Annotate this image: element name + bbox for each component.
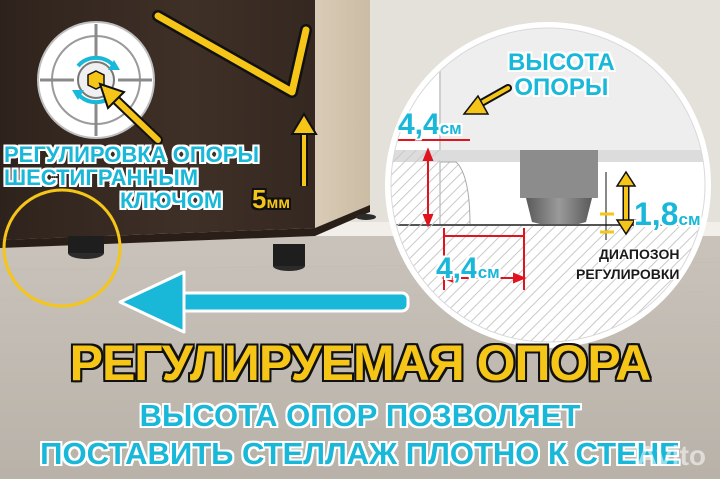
adjustment-caption: РЕГУЛИРОВКА ОПОРЫ ШЕСТИГРАННЫМ КЛЮЧОМ (4, 143, 259, 212)
left-arrow-icon (118, 270, 410, 334)
up-arrow-icon (290, 112, 318, 186)
key-size-label: 5мм (252, 186, 290, 212)
adjust-line-1: РЕГУЛИРОВКА ОПОРЫ (4, 142, 259, 167)
adjust-line-2: ШЕСТИГРАННЫМ (4, 165, 199, 190)
detail-zoom (385, 22, 711, 348)
hex-key-icon (152, 10, 312, 98)
banner-title: РЕГУЛИРУЕМАЯ ОПОРА (69, 335, 652, 391)
banner-subtitle-1: ВЫСОТА ОПОР ПОЗВОЛЯЕТ (139, 398, 581, 433)
range-caption: ДИАПОЗОН РЕГУЛИРОВКИ (576, 244, 679, 284)
height-title-line-2: ОПОРЫ (514, 74, 609, 101)
height-pointer-icon (462, 84, 512, 115)
banner-subtitle-2: ПОСТАВИТЬ СТЕЛЛАЖ ПЛОТНО К СТЕНЕ (40, 436, 680, 471)
watermark-logo: Avito (637, 440, 706, 471)
height-unit: см (439, 119, 462, 138)
width-value: 4,4 (436, 252, 478, 285)
key-size-value: 5 (252, 184, 267, 214)
foot-highlight-ring (2, 188, 122, 308)
width-unit: см (477, 263, 500, 282)
height-value: 4,4 (398, 108, 440, 141)
width-dimension-label: 4,4см (436, 254, 500, 284)
pointer-arrow-icon (98, 82, 163, 145)
range-marker (600, 170, 637, 240)
height-title: ВЫСОТА ОПОРЫ (508, 50, 615, 100)
cabinet-feet (68, 214, 376, 271)
range-dimension-label: 1,8см (634, 198, 701, 230)
adjust-line-3: КЛЮЧОМ (120, 188, 223, 213)
range-caption-line-2: РЕГУЛИРОВКИ (576, 266, 680, 282)
key-size-unit: мм (266, 195, 291, 212)
height-dimension-label: 4,4см (398, 110, 462, 140)
height-title-line-1: ВЫСОТА (508, 49, 615, 76)
cabinet-side (315, 0, 370, 228)
range-caption-line-1: ДИАПОЗОН (598, 246, 680, 262)
range-unit: см (678, 210, 701, 229)
range-value: 1,8 (634, 196, 679, 232)
